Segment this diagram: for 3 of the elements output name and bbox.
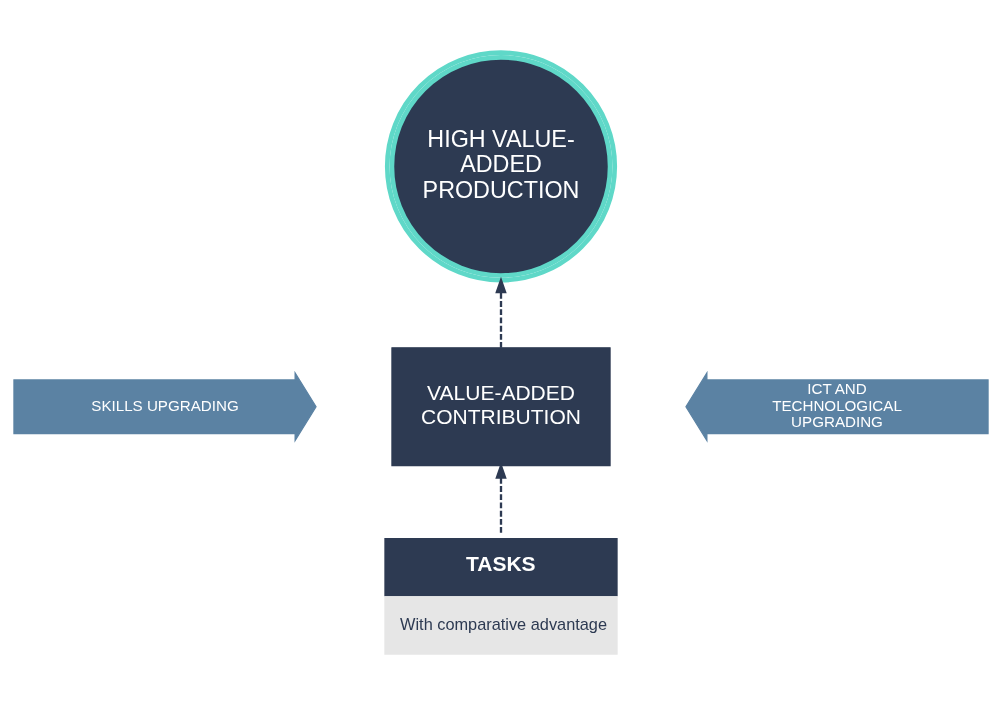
arrow <box>494 276 507 348</box>
node-circle: HIGH VALUE-ADDED PRODUCTION <box>384 49 617 282</box>
node-box: VALUE-ADDED CONTRIBUTION <box>390 346 611 466</box>
